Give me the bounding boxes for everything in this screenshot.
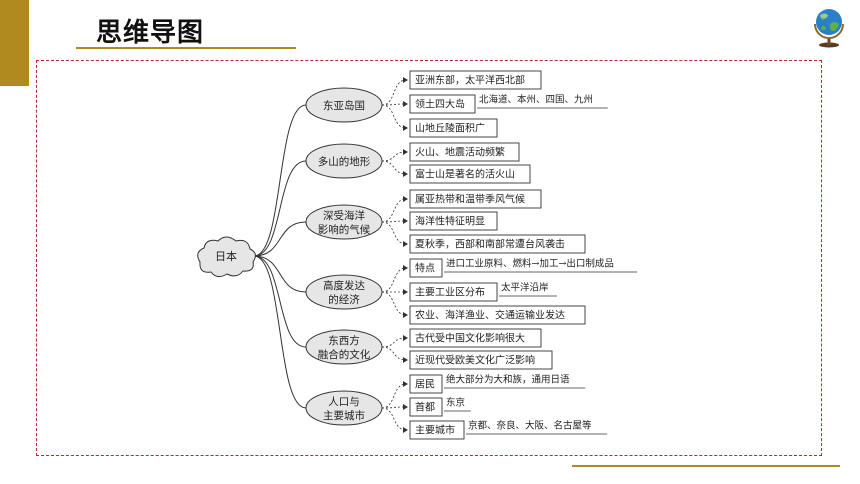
item-note: 京都、奈良、大阪、名古屋等	[468, 420, 592, 432]
item-connector	[381, 407, 407, 431]
item-box	[409, 164, 531, 184]
item-note: 绝大部分为大和族，通用日语	[446, 374, 570, 386]
arrow-icon	[403, 149, 408, 155]
item-box	[409, 282, 498, 302]
arrow-icon	[403, 312, 408, 318]
arrow-icon	[403, 289, 408, 295]
item-text: 主要城市	[415, 424, 455, 437]
item-box	[409, 118, 498, 138]
item-box	[409, 305, 586, 325]
item-box	[409, 328, 542, 348]
item-connector	[381, 103, 407, 106]
item-box	[409, 70, 542, 90]
branch-label: 东亚岛国	[323, 99, 365, 112]
branch-label: 东西方	[328, 334, 360, 347]
item-text: 首都	[415, 401, 435, 414]
root-branch-connector	[253, 255, 307, 409]
arrow-icon	[403, 196, 408, 202]
item-box	[409, 94, 476, 114]
branch-label: 的经济	[328, 293, 360, 306]
item-note: 进口工业原料、燃料→加工→出口制成品	[446, 258, 614, 270]
arrow-icon	[403, 101, 408, 107]
item-connector	[381, 221, 407, 245]
item-connector	[381, 383, 407, 409]
item-text: 富士山是著名的活火山	[415, 168, 515, 181]
item-connector	[381, 79, 407, 106]
branch-label: 融合的文化	[318, 348, 371, 361]
root-branch-connector	[253, 221, 307, 257]
branch-label: 影响的气候	[318, 223, 371, 236]
item-connector	[381, 104, 407, 129]
arrow-icon	[403, 218, 408, 224]
branch-label: 深受海洋	[323, 209, 365, 222]
item-box	[409, 420, 465, 440]
arrow-icon	[403, 357, 408, 363]
mindmap-frame	[36, 60, 822, 456]
root-branch-connector	[253, 255, 307, 293]
item-text: 古代受中国文化影响很大	[415, 332, 525, 345]
arrow-icon	[403, 125, 408, 131]
item-text: 居民	[415, 379, 435, 391]
item-text: 特点	[415, 263, 435, 275]
arrow-icon	[403, 77, 408, 83]
item-note: 北海道、本州、四国、九州	[479, 94, 593, 106]
branch-label: 多山的地形	[318, 155, 371, 168]
item-box	[409, 189, 542, 209]
item-connector	[381, 151, 407, 162]
item-box	[409, 234, 586, 254]
item-box	[409, 350, 553, 370]
item-text: 亚洲东部，太平洋西北部	[415, 74, 525, 87]
item-connector	[381, 267, 407, 293]
branch-label: 主要城市	[323, 409, 365, 422]
item-text: 农业、海洋渔业、交通运输业发达	[415, 309, 565, 322]
item-text: 夏秋季，西部和南部常遭台风袭击	[415, 238, 565, 251]
header-accent-block	[0, 0, 29, 86]
branch-label: 人口与	[328, 396, 360, 408]
item-text: 主要工业区分布	[415, 287, 485, 299]
item-text: 近现代受欧美文化广泛影响	[415, 354, 535, 367]
root-label: 日本	[215, 249, 237, 263]
globe-icon	[810, 4, 848, 48]
item-text: 属亚热带和温带季风气候	[415, 193, 525, 206]
arrow-icon	[403, 427, 408, 433]
root-branch-connector	[253, 160, 307, 257]
root-branch-connector	[253, 104, 307, 257]
item-connector	[381, 337, 407, 348]
item-text: 领土四大岛	[415, 98, 465, 111]
item-connector	[381, 346, 407, 361]
item-box	[409, 374, 443, 394]
footer-underline	[572, 465, 840, 467]
page-title: 思维导图	[96, 18, 205, 48]
item-connector	[381, 160, 407, 175]
root-branch-connector	[253, 255, 307, 348]
item-text: 火山、地震活动频繁	[415, 146, 505, 159]
item-note: 太平洋沿岸	[501, 282, 549, 294]
item-text: 海洋性特征明显	[415, 215, 485, 228]
item-box	[409, 142, 520, 162]
arrow-icon	[403, 265, 408, 271]
branch-label: 高度发达	[323, 279, 365, 292]
item-connector	[381, 291, 407, 316]
header-underline	[76, 47, 296, 49]
item-box	[409, 211, 498, 231]
arrow-icon	[403, 404, 408, 410]
item-box	[409, 397, 443, 417]
item-text: 山地丘陵面积广	[415, 122, 485, 135]
item-note: 东京	[446, 397, 465, 409]
arrow-icon	[403, 241, 408, 247]
item-connector	[381, 406, 407, 409]
item-box	[409, 258, 443, 278]
arrow-icon	[403, 171, 408, 177]
arrow-icon	[403, 381, 408, 387]
item-connector	[381, 198, 407, 223]
arrow-icon	[403, 335, 408, 341]
item-connector	[381, 220, 407, 223]
root-node	[197, 236, 256, 278]
